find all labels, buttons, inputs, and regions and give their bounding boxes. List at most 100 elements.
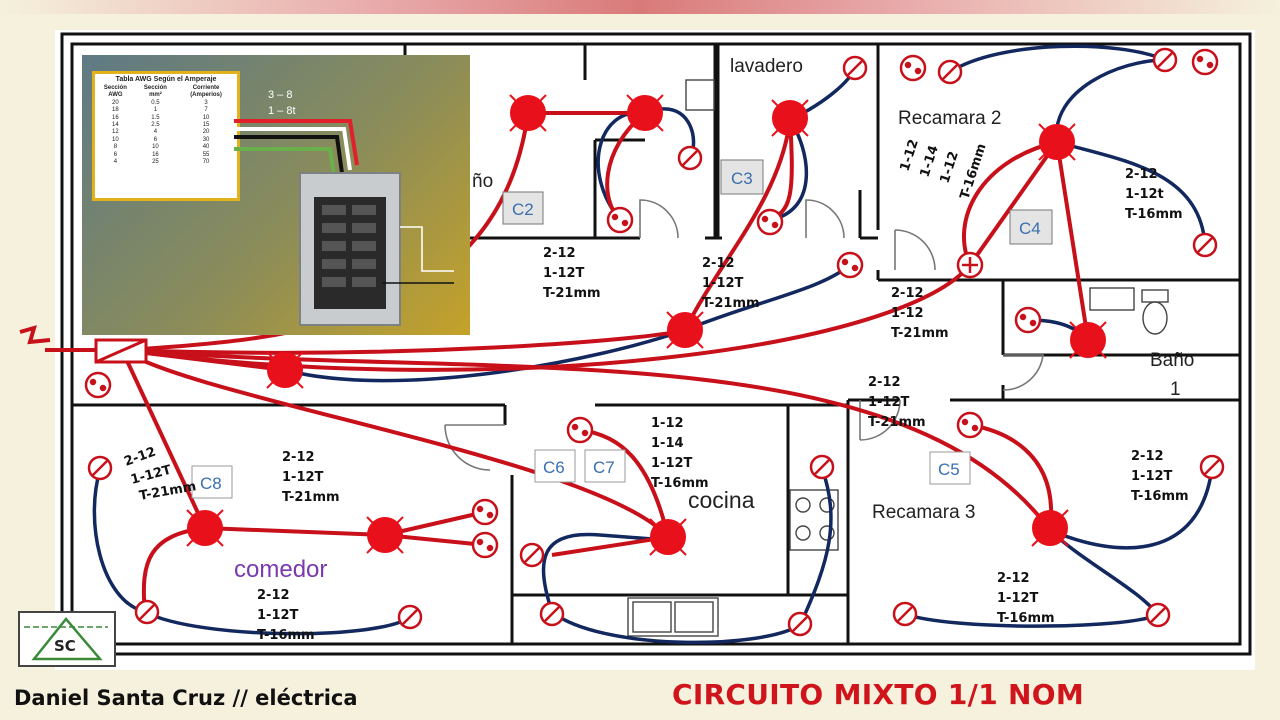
awg-cell: 15 xyxy=(202,122,210,129)
awg-cell: 6 xyxy=(153,136,158,143)
spec-s6-line3: T-21mm xyxy=(868,415,926,430)
switch-icon xyxy=(1145,602,1171,628)
spec-s11-line2: 1-12T xyxy=(1131,469,1173,484)
awg-table-title: Tabla AWG Según el Amperaje xyxy=(115,76,217,83)
awg-table-grid: Sección AWG Sección mm² Corriente (Amper… xyxy=(95,85,237,166)
circuit-tags: C2 C3 C4 C5 C6 C7 C8 xyxy=(191,159,1053,499)
awg-cell: 10 xyxy=(152,144,159,151)
sc-logo-mark: SC xyxy=(22,615,110,661)
awg-cell: 7 xyxy=(204,107,208,114)
panel-diagonal xyxy=(95,338,147,364)
room-label-recamara-3: Recamara 3 xyxy=(872,502,976,523)
circuit-tag-c6: C6 xyxy=(543,458,565,477)
awg-table: Tabla AWG Según el Amperaje Sección AWG … xyxy=(92,71,240,201)
circuit-tag-c2: C2 xyxy=(512,200,534,219)
room-label-cocina: cocina xyxy=(688,487,755,513)
spec-s9-line2: 1-12T xyxy=(282,470,324,485)
light-bulb-icon xyxy=(509,94,547,132)
awg-cell: 0.5 xyxy=(151,99,160,106)
interior-walls xyxy=(72,44,1240,644)
breaker-box-interior xyxy=(314,197,386,309)
door-swings xyxy=(444,199,1044,471)
spec-s10-line2: 1-12T xyxy=(257,608,299,623)
outlet-icon xyxy=(471,531,499,559)
spec-s4-line1: 2-12 xyxy=(1125,167,1158,182)
light-bulb-icon xyxy=(1038,123,1076,161)
awg-header: Sección AWG xyxy=(103,85,127,99)
awg-row: 10 6 30 xyxy=(95,137,237,144)
breaker-switches xyxy=(322,205,376,287)
spec-s7-line4: T-16mm xyxy=(651,476,709,491)
awg-row: 14 2.5 15 xyxy=(95,122,237,129)
light-bulb-icon xyxy=(771,99,809,137)
light-bulb-icon xyxy=(186,509,224,547)
awg-header: Corriente (Amperios) xyxy=(190,85,222,99)
spec-s3-line1: 2-12 xyxy=(891,286,924,301)
switch-icon xyxy=(842,55,868,81)
wire-bundle xyxy=(234,119,359,176)
switch-icon xyxy=(809,454,835,480)
circuit-tag-c3: C3 xyxy=(731,169,753,188)
awg-cell: 6 xyxy=(113,151,118,158)
wire-spec-labels: 2-12 1-12T T-21mm 2-12 1-12T T-21mm 2-12… xyxy=(122,138,1188,643)
switch-icon xyxy=(1192,232,1218,258)
awg-cell: 25 xyxy=(152,159,159,166)
room-label-bano-1-number: 1 xyxy=(1170,379,1181,400)
spec-s12-line1: 2-12 xyxy=(997,571,1030,586)
room-label-bano-partial: ño xyxy=(472,171,493,192)
light-bulb-icon xyxy=(666,311,704,349)
spec-s10-line3: T-16mm xyxy=(257,628,315,643)
awg-cell: 55 xyxy=(202,151,210,158)
switch-icon xyxy=(87,455,113,481)
spec-s11-line1: 2-12 xyxy=(1131,449,1164,464)
arrow-line-1 xyxy=(400,226,454,272)
room-label-lavadero: lavadero xyxy=(730,56,803,77)
spec-s9-line3: T-21mm xyxy=(282,490,340,505)
awg-cell: 2.5 xyxy=(151,122,160,129)
spec-s4-line3: T-16mm xyxy=(1125,207,1183,222)
outlet-icon xyxy=(1191,48,1219,76)
spec-s4-line2: 1-12t xyxy=(1125,187,1164,202)
spec-s1-line2: 1-12T xyxy=(543,266,585,281)
outlet-icon xyxy=(956,251,984,279)
spec-s2-line2: 1-12T xyxy=(702,276,744,291)
sc-logo: SC xyxy=(18,611,116,667)
spec-s7-line2: 1-14 xyxy=(651,436,684,451)
awg-cell: 18 xyxy=(112,107,119,114)
sc-logo-text: SC xyxy=(54,637,76,655)
outlet-icon xyxy=(84,371,112,399)
spec-s6-line1: 2-12 xyxy=(868,375,901,390)
outlet-icon xyxy=(471,498,499,526)
spec-s2-line3: T-21mm xyxy=(702,296,760,311)
awg-cell: 30 xyxy=(202,136,210,143)
spec-s6-line2: 1-12T xyxy=(868,395,910,410)
circuit-tag-c8: C8 xyxy=(200,474,222,493)
awg-cell: 70 xyxy=(202,159,210,166)
author-caption: Daniel Santa Cruz // eléctrica xyxy=(14,686,358,710)
awg-cell: 4 xyxy=(153,129,158,136)
spec-s1-line3: T-21mm xyxy=(543,286,601,301)
switch-icon xyxy=(1199,454,1225,480)
light-bulb-icon xyxy=(649,518,687,556)
spec-s9-line1: 2-12 xyxy=(282,450,315,465)
outlet-icon xyxy=(899,54,927,82)
spec-s3-line3: T-21mm xyxy=(891,326,949,341)
switch-icon xyxy=(539,601,565,627)
awg-cell: 12 xyxy=(112,129,119,136)
switch-icon xyxy=(892,601,918,627)
switch-icon xyxy=(937,59,963,85)
spec-s3-line2: 1-12 xyxy=(891,306,924,321)
room-label-comedor: comedor xyxy=(234,556,327,583)
outer-walls xyxy=(60,32,1252,656)
outlets xyxy=(84,48,1219,559)
awg-cell: 14 xyxy=(112,122,119,129)
awg-cell: 8 xyxy=(113,144,118,151)
awg-cell: 10 xyxy=(112,136,119,143)
switch-icon xyxy=(677,145,703,171)
outlet-icon xyxy=(956,411,984,439)
